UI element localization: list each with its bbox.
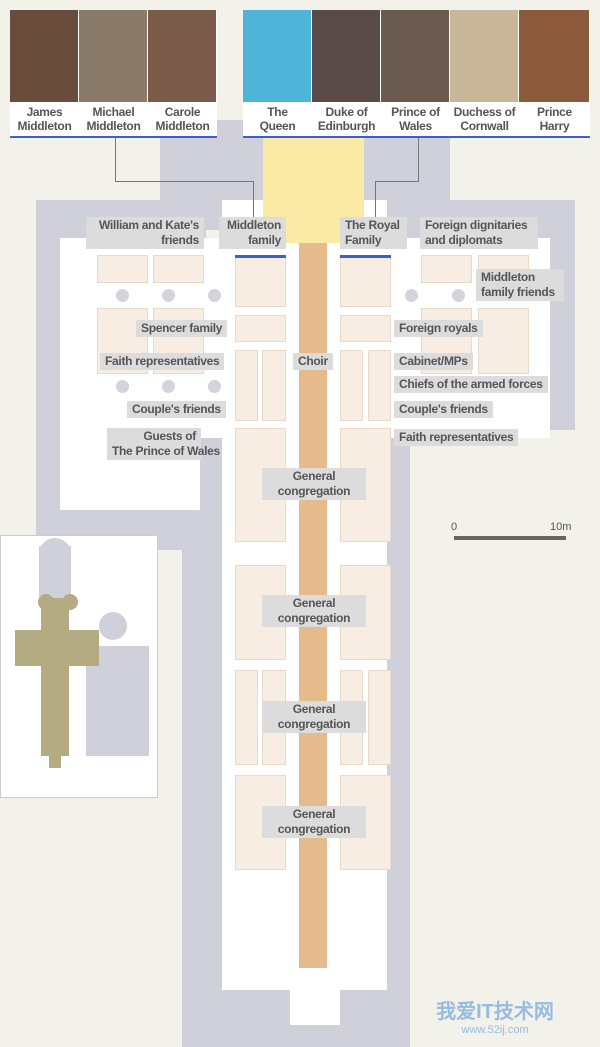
choir-stall bbox=[368, 350, 391, 421]
west-door bbox=[290, 985, 340, 1025]
abbey-outline-icon bbox=[15, 538, 149, 768]
photo bbox=[450, 10, 519, 102]
pillar bbox=[208, 380, 221, 393]
pew-block bbox=[97, 255, 148, 283]
middleton-family-pew bbox=[235, 255, 286, 307]
photo bbox=[381, 10, 450, 102]
congregation-pew bbox=[368, 670, 391, 765]
photo bbox=[148, 10, 217, 102]
connector-line bbox=[115, 181, 254, 182]
connector-line bbox=[115, 138, 116, 182]
choir-stall bbox=[340, 350, 363, 421]
photo bbox=[79, 10, 148, 102]
photo bbox=[243, 10, 312, 102]
label-chiefs-armed-forces: Chiefs of the armed forces bbox=[394, 376, 548, 393]
pillar bbox=[116, 380, 129, 393]
pew-block bbox=[421, 255, 472, 283]
pillar bbox=[208, 289, 221, 302]
photo bbox=[10, 10, 79, 102]
label-foreign-royals: Foreign royals bbox=[394, 320, 483, 337]
royal-family-pew bbox=[340, 255, 391, 307]
pillar bbox=[162, 380, 175, 393]
choir-stall bbox=[235, 350, 258, 421]
choir-stall bbox=[262, 350, 286, 421]
congregation-pew bbox=[235, 670, 258, 765]
connector-line bbox=[418, 138, 419, 182]
label-faith-representatives-left: Faith representatives bbox=[100, 353, 225, 370]
spencer-pew bbox=[235, 315, 286, 342]
connector-line bbox=[253, 181, 254, 218]
pew-block bbox=[153, 255, 204, 283]
label-cabinet-mps: Cabinet/MPs bbox=[394, 353, 473, 370]
scale-end: 10m bbox=[550, 521, 572, 533]
pillar bbox=[405, 289, 418, 302]
royal-highlight bbox=[340, 255, 391, 258]
label-spencer-family: Spencer family bbox=[136, 320, 228, 337]
label-couples-friends-left: Couple's friends bbox=[127, 401, 226, 418]
pillar bbox=[452, 289, 465, 302]
locator-map bbox=[0, 535, 158, 798]
label-couples-friends-right: Couple's friends bbox=[394, 401, 493, 418]
pillar bbox=[162, 289, 175, 302]
connector-line bbox=[375, 181, 376, 218]
photo bbox=[312, 10, 381, 102]
pew-block bbox=[478, 308, 529, 374]
pillar bbox=[116, 289, 129, 302]
scale-bar bbox=[454, 536, 566, 540]
label-choir: Choir bbox=[293, 353, 333, 370]
label-faith-representatives-right: Faith representatives bbox=[394, 429, 519, 446]
watermark-logo: 我爱IT技术网 www.52ij.com bbox=[436, 1001, 554, 1036]
foreign-royals-pew bbox=[340, 315, 391, 342]
photo bbox=[519, 10, 590, 102]
middleton-highlight bbox=[235, 255, 286, 258]
scale-start: 0 bbox=[451, 521, 458, 533]
connector-line bbox=[375, 181, 419, 182]
